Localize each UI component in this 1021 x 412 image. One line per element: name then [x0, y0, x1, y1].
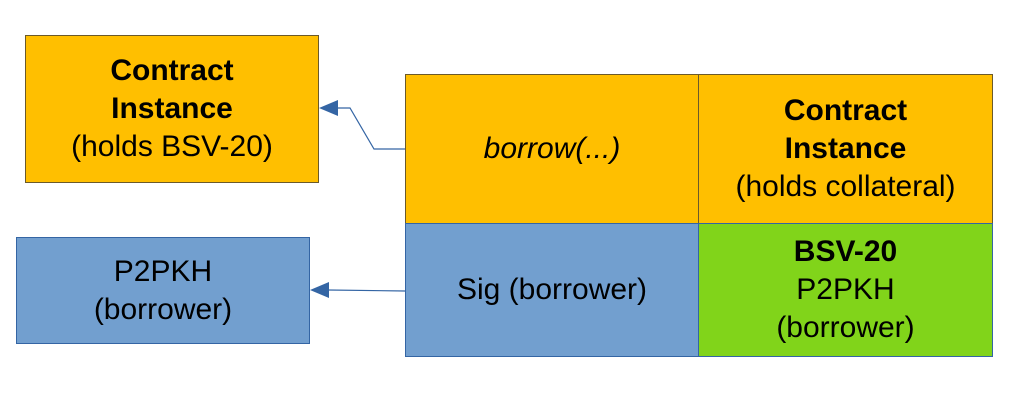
tx-input-borrow-box: borrow(...): [405, 74, 699, 224]
left-p2pkh-line1: P2PKH: [113, 254, 213, 288]
tx-output-bsv20-line2: P2PKH: [796, 273, 895, 306]
arrow-sig-to-p2pkh: [310, 282, 406, 298]
left-p2pkh-line2: (borrower): [93, 292, 233, 326]
tx-output-bsv20-title: BSV-20: [793, 235, 898, 268]
left-p2pkh-box: P2PKH (borrower): [16, 237, 310, 344]
tx-output-contract-title-line1: Contract: [783, 94, 908, 127]
left-contract-instance-box: Contract Instance (holds BSV-20): [25, 35, 319, 183]
tx-output-bsv20-box: BSV-20 P2PKH (borrower): [698, 223, 993, 357]
tx-output-contract-subtitle: (holds collateral): [735, 170, 956, 203]
tx-output-contract-box: Contract Instance (holds collateral): [698, 74, 993, 224]
left-contract-subtitle: (holds BSV-20): [71, 130, 273, 163]
tx-output-contract-title-line2: Instance: [784, 132, 907, 165]
tx-output-bsv20-line3: (borrower): [776, 311, 915, 344]
arrow-borrow-to-contract: [319, 100, 405, 150]
tx-input-sig-box: Sig (borrower): [405, 223, 699, 357]
tx-input-sig-label: Sig (borrower): [456, 273, 648, 306]
left-contract-title-line1: Contract: [110, 54, 234, 87]
left-contract-title-line2: Instance: [111, 92, 233, 125]
tx-input-borrow-label: borrow(...): [483, 132, 621, 165]
